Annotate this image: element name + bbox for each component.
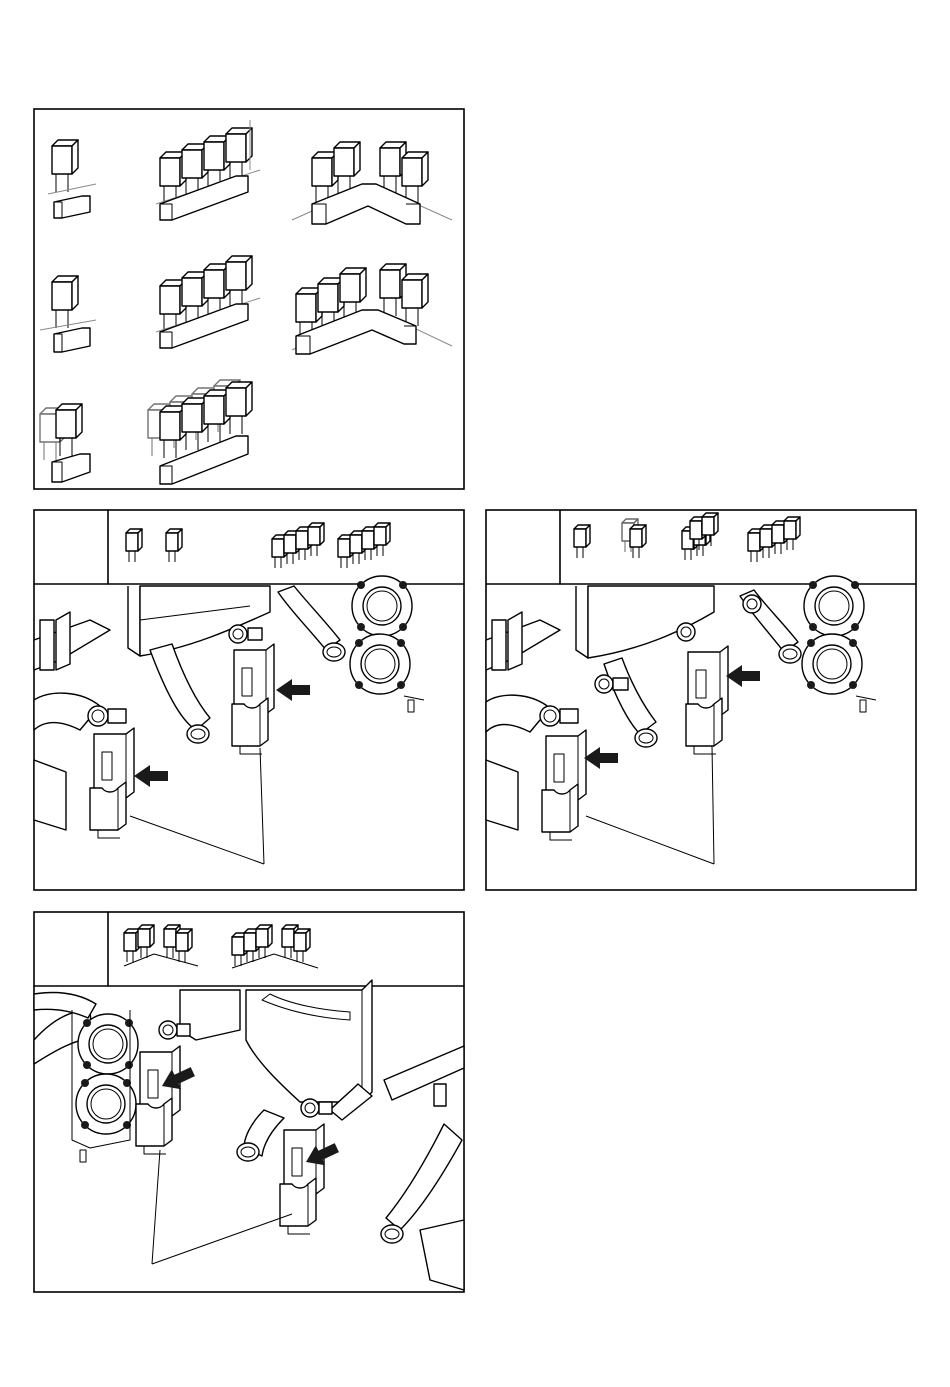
panel-c-config-icons xyxy=(124,925,318,968)
panel-b-leader-1 xyxy=(586,816,714,864)
panel-a-arrow-upper xyxy=(276,679,310,701)
config-four-unit-line-alt xyxy=(156,256,260,348)
config-back-to-back-four xyxy=(148,380,252,484)
config-back-to-back-single xyxy=(40,404,90,482)
detail-panel-c xyxy=(34,912,464,1292)
panel-a-leader-2 xyxy=(260,748,264,864)
detail-panel-b xyxy=(486,510,916,890)
panel-b-config-icons xyxy=(574,513,800,562)
panel-a-config-icons xyxy=(126,523,390,568)
panel-b-arrow-upper xyxy=(726,665,760,687)
config-single-unit-alt xyxy=(40,276,96,352)
overview-panel xyxy=(34,109,464,489)
panel-a-arrow-lower xyxy=(134,765,168,787)
config-single-unit xyxy=(48,140,96,218)
panel-c-leader-2 xyxy=(152,1214,292,1264)
panel-c-assembly xyxy=(34,980,464,1290)
panel-a-leader-1 xyxy=(130,816,264,864)
panel-b-leader-2 xyxy=(712,746,714,864)
config-four-unit-line xyxy=(156,120,260,220)
config-corner-2-plus-2 xyxy=(292,142,452,224)
panel-a-assembly xyxy=(34,576,424,864)
panel-b-arrow-lower xyxy=(584,747,618,769)
panel-c-leader-1 xyxy=(152,1150,160,1264)
config-corner-3-plus-2 xyxy=(292,264,452,354)
detail-panel-a xyxy=(34,510,464,890)
panel-b-assembly xyxy=(486,576,876,864)
